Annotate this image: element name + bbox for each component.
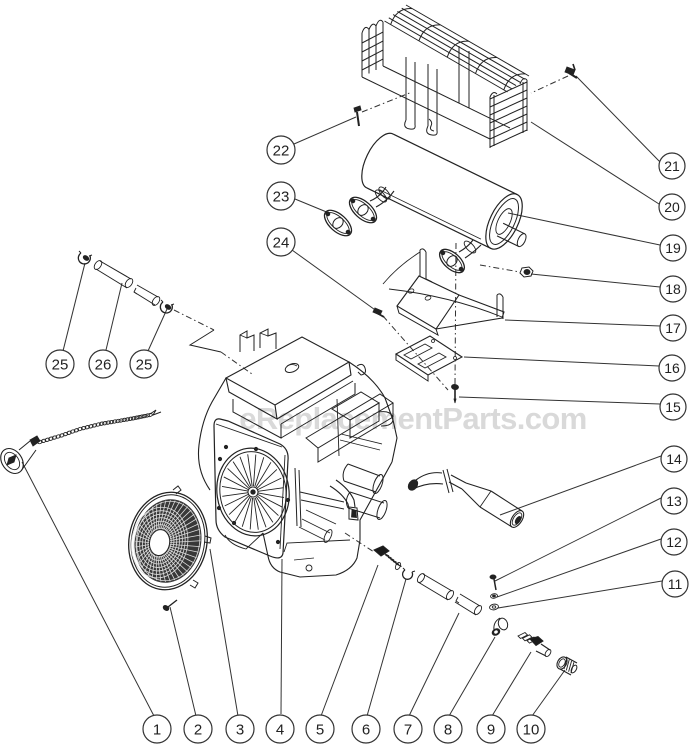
svg-text:eReplacementParts.com: eReplacementParts.com bbox=[239, 401, 587, 436]
svg-text:25: 25 bbox=[136, 356, 153, 373]
svg-text:15: 15 bbox=[665, 399, 681, 415]
svg-text:1: 1 bbox=[153, 721, 161, 738]
svg-text:13: 13 bbox=[666, 493, 682, 509]
svg-text:22: 22 bbox=[273, 142, 290, 159]
svg-text:11: 11 bbox=[668, 576, 683, 592]
svg-text:5: 5 bbox=[316, 721, 324, 738]
svg-text:12: 12 bbox=[666, 534, 682, 550]
svg-text:2: 2 bbox=[194, 721, 202, 738]
svg-text:19: 19 bbox=[665, 240, 681, 256]
svg-text:8: 8 bbox=[444, 721, 452, 738]
svg-text:23: 23 bbox=[273, 188, 290, 205]
svg-text:6: 6 bbox=[362, 721, 370, 738]
svg-text:17: 17 bbox=[665, 320, 681, 336]
svg-text:9: 9 bbox=[487, 721, 495, 738]
svg-text:26: 26 bbox=[95, 356, 112, 373]
svg-text:20: 20 bbox=[664, 199, 680, 215]
svg-text:4: 4 bbox=[276, 721, 284, 738]
svg-text:7: 7 bbox=[404, 721, 412, 738]
svg-text:25: 25 bbox=[52, 356, 69, 373]
svg-text:14: 14 bbox=[666, 451, 682, 467]
svg-text:10: 10 bbox=[523, 721, 540, 738]
svg-text:18: 18 bbox=[665, 281, 681, 297]
svg-text:21: 21 bbox=[664, 158, 680, 174]
svg-text:24: 24 bbox=[273, 234, 290, 251]
svg-text:16: 16 bbox=[664, 360, 680, 376]
svg-text:3: 3 bbox=[236, 721, 244, 738]
